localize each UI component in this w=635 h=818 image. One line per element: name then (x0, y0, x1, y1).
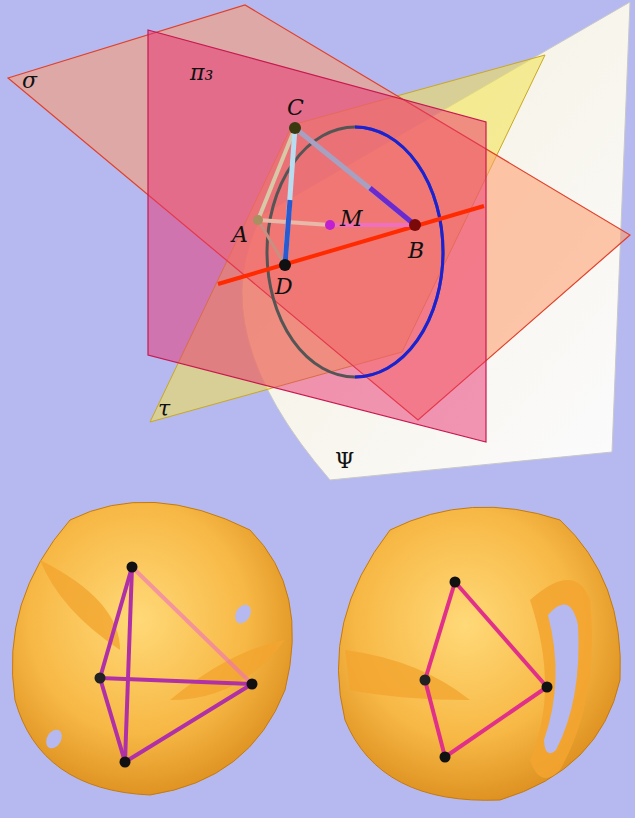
point-label: M (340, 208, 363, 230)
point-label: τ (158, 398, 170, 420)
edge-line (258, 220, 330, 225)
circle (267, 127, 443, 377)
edge-line (258, 220, 285, 265)
point (253, 215, 263, 225)
point-label: B (408, 240, 424, 262)
edge-line (370, 188, 415, 225)
edge-line (285, 200, 290, 265)
point (289, 122, 301, 134)
cubic-surface (12, 502, 292, 795)
edge-line (285, 128, 295, 265)
point (409, 219, 421, 231)
cubic-surface (338, 507, 620, 800)
point-label: π₃ (190, 62, 213, 84)
point-label: σ (22, 70, 37, 92)
point-label: D (275, 276, 293, 298)
intersection-line (218, 206, 484, 284)
point-label: Ψ (335, 450, 354, 472)
point-label: C (287, 97, 304, 119)
pi3-plane (148, 30, 486, 442)
point (325, 220, 335, 230)
point (279, 259, 291, 271)
circle-arc (355, 127, 443, 377)
point-label: A (232, 224, 248, 246)
